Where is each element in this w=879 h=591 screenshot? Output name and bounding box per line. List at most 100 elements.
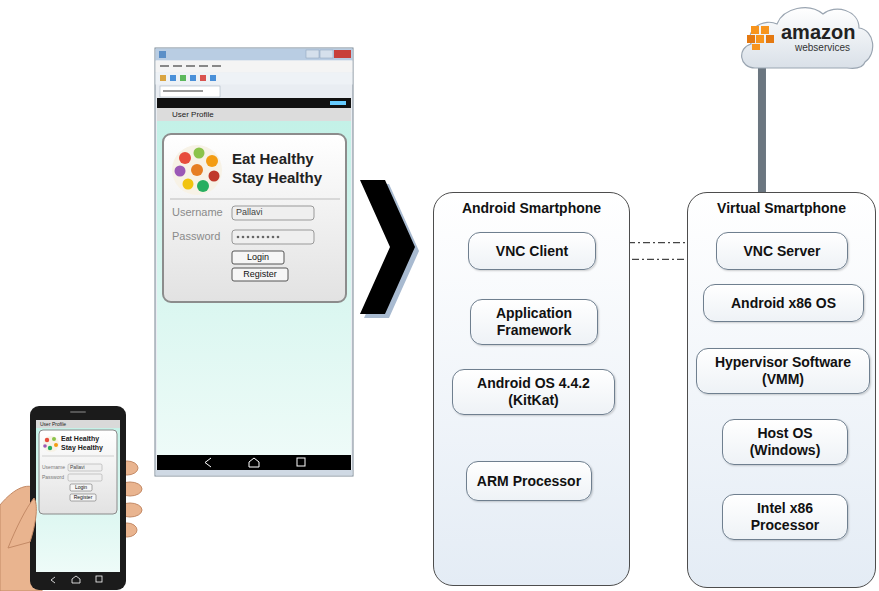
emulator-screenshot-part <box>160 65 169 67</box>
emulator-screenshot-part-part <box>179 152 191 164</box>
layer-box: VNC Client <box>468 232 596 270</box>
layer-label: ARM Processor <box>477 473 581 490</box>
layer-label: Intel x86 Processor <box>729 500 841 534</box>
cloud-shape-part <box>756 35 764 43</box>
emulator-screenshot-part-part <box>267 236 270 239</box>
screenshot-text: Username <box>172 206 223 219</box>
emulator-screenshot-part <box>200 75 206 81</box>
phone-photo <box>30 406 126 590</box>
screenshot-text: Password <box>172 230 220 243</box>
emulator-screenshot-part <box>160 86 220 97</box>
layer-box: Intel x86 Processor <box>722 494 848 540</box>
emulator-screenshot-part <box>156 61 353 73</box>
layer-label: Android x86 OS <box>731 295 836 312</box>
phone-photo-part-part <box>48 446 52 450</box>
chevron-arrow <box>360 180 419 318</box>
emulator-screenshot-part <box>156 73 353 85</box>
phone-photo-part-part <box>43 444 47 448</box>
phone-photo-part <box>68 474 102 481</box>
chevron-arrow-part <box>360 180 415 314</box>
emulator-screenshot-part <box>232 251 284 264</box>
emulator-screenshot-part-part <box>197 180 209 192</box>
emulator-screenshot-part-part <box>206 155 218 167</box>
emulator-screenshot-part <box>186 65 195 67</box>
cloud-logo: amazonwebservices <box>735 2 877 74</box>
screenshot-text: Login <box>232 252 284 262</box>
emulator-screenshot-part <box>157 98 351 108</box>
emulator-screenshot-part <box>320 50 333 58</box>
emulator-screenshot-part-part <box>272 236 275 239</box>
phone-photo-part <box>68 464 102 471</box>
emulator-screenshot-part-part <box>247 236 250 239</box>
emulator-screenshot-part <box>330 101 346 105</box>
layer-box: Android x86 OS <box>703 284 864 322</box>
layer-box: Hypervisor Software (VMM) <box>696 348 870 394</box>
screenshot-text: Eat Healthy <box>232 150 314 167</box>
screenshot-text: Stay Healthy <box>232 169 322 186</box>
emulator-screenshot-part <box>306 50 319 58</box>
emulator-screenshot-part <box>249 458 259 467</box>
phone-photo-part <box>42 456 114 457</box>
emulator-screenshot-part-part <box>252 236 255 239</box>
screenshot-text: User Profile <box>172 110 214 119</box>
emulator-screenshot-part <box>157 455 351 470</box>
emulator-screenshot-part <box>159 51 166 58</box>
cloud-text-group: amazonwebservices <box>735 2 877 53</box>
layer-label: VNC Client <box>496 243 568 260</box>
emulator-screenshot-part <box>180 75 186 81</box>
emulator-screenshot-part <box>163 134 346 302</box>
emulator-screenshot-part-part <box>242 236 245 239</box>
layer-label: VNC Server <box>743 243 820 260</box>
emulator-screenshot-part <box>334 50 351 58</box>
emulator-screenshot <box>155 48 353 476</box>
emulator-screenshot-part-part <box>277 236 280 239</box>
phone-photo-part-part <box>52 437 56 441</box>
device-panel: Virtual SmartphoneVNC ServerAndroid x86 … <box>687 192 876 588</box>
device-panel: Android SmartphoneVNC ClientApplication … <box>433 192 630 586</box>
screenshot-text: Login <box>70 485 92 491</box>
phone-photo-part <box>36 420 120 428</box>
phone-photo-part <box>72 576 80 583</box>
cloud-link <box>758 56 766 192</box>
screenshot-text: Eat Healthy <box>61 435 99 443</box>
emulator-screenshot-part <box>212 65 221 67</box>
emulator-screenshot-part-part <box>262 236 265 239</box>
cloud-shape-part <box>766 35 774 43</box>
phone-photo-part <box>43 436 59 452</box>
phone-photo-part-part <box>45 438 49 442</box>
cloud-shape-part <box>742 8 873 69</box>
brand-name: amazon <box>781 22 855 42</box>
screenshot-text: Pallavi <box>236 207 263 217</box>
layer-box: VNC Server <box>716 232 848 270</box>
cloud-shape-part <box>752 44 760 50</box>
phone-photo-part <box>96 576 102 582</box>
emulator-screenshot-part-part <box>175 166 186 177</box>
screenshot-text: Register <box>70 495 96 501</box>
emulator-screenshot-part <box>297 458 305 466</box>
emulator-screenshot-part <box>210 75 216 81</box>
emulator-screenshot-part-part <box>194 148 205 159</box>
phone-photo-part-part <box>54 443 58 447</box>
emulator-screenshot-part <box>205 458 211 467</box>
phone-photo-part <box>70 411 86 413</box>
screenshot-text: Pallavi <box>70 465 85 471</box>
phone-photo-part <box>70 484 92 491</box>
emulator-screenshot-part <box>157 121 351 455</box>
phone-photo-part <box>39 430 117 514</box>
phone-photo-part <box>51 577 55 583</box>
layer-box: Android OS 4.4.2 (KitKat) <box>452 369 615 415</box>
layer-label: Host OS (Windows) <box>729 425 841 459</box>
emulator-screenshot-part <box>173 65 182 67</box>
layer-box: Application Framework <box>470 299 598 345</box>
emulator-screenshot-part-part <box>172 145 222 195</box>
emulator-screenshot-part <box>170 75 176 81</box>
emulator-screenshot-part <box>160 75 166 81</box>
brand-subtitle: webservices <box>795 42 850 53</box>
layer-box: ARM Processor <box>466 461 592 501</box>
emulator-screenshot-part <box>199 65 208 67</box>
emulator-screenshot-part-part <box>237 236 240 239</box>
emulator-screenshot-part <box>156 49 353 61</box>
